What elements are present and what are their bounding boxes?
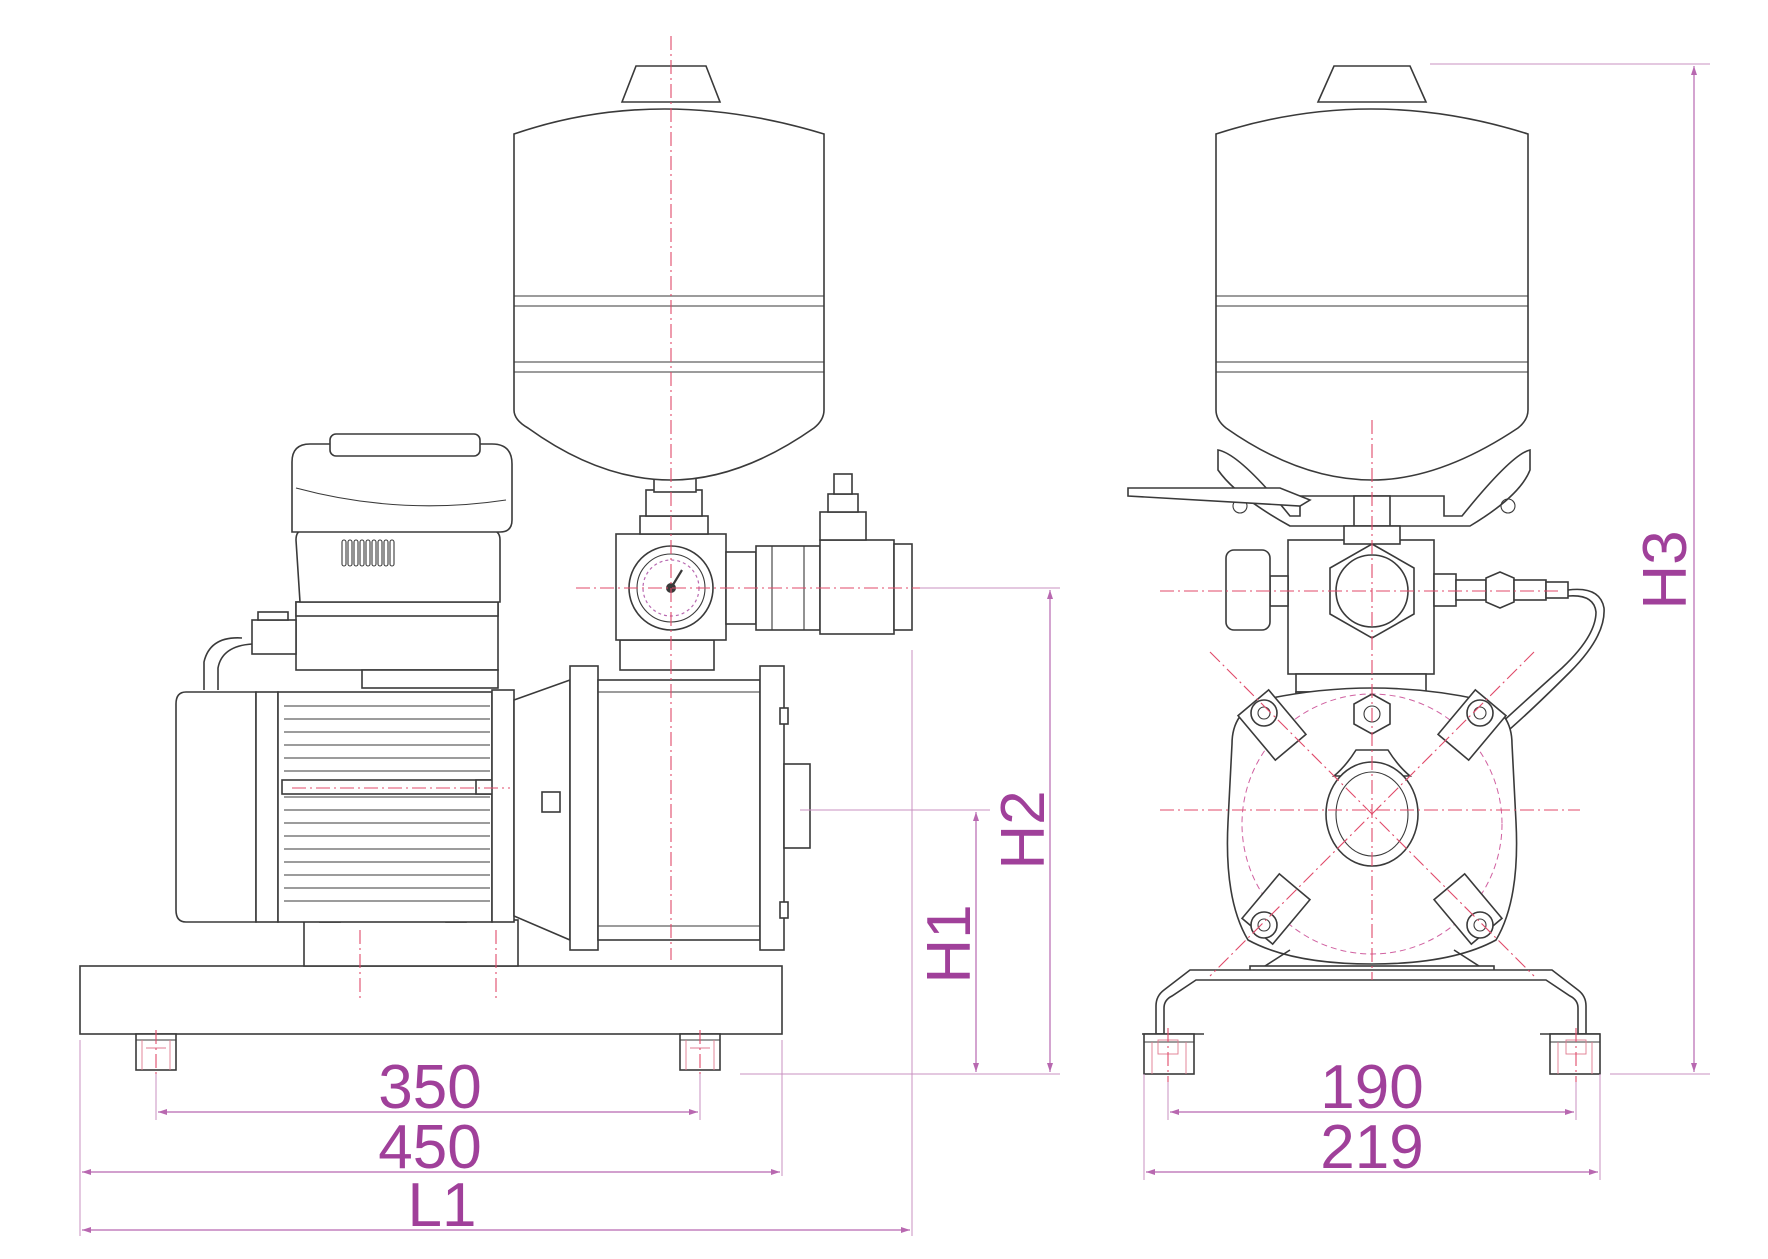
front-pressure-tank bbox=[1215, 108, 1529, 481]
pump-inlet bbox=[783, 763, 811, 849]
front-power-cable bbox=[1501, 588, 1605, 737]
vent-slot bbox=[365, 539, 371, 567]
motor-fan-cover bbox=[175, 691, 257, 923]
check-valve-body bbox=[819, 539, 895, 635]
dim-label-350: 350 bbox=[378, 1053, 481, 1122]
vent-slot bbox=[377, 539, 383, 567]
casing-bolt-top-right bbox=[1436, 688, 1508, 762]
controller-display-cover bbox=[291, 443, 513, 533]
dim-label-h1: H1 bbox=[915, 904, 984, 983]
front-pressure-gauge bbox=[1225, 549, 1271, 631]
motor-flange bbox=[491, 689, 515, 923]
front-tank-valve-cap bbox=[1316, 65, 1428, 103]
side-view bbox=[79, 36, 920, 1074]
pump-casing bbox=[597, 679, 761, 941]
motor-body bbox=[277, 691, 493, 923]
dim-label-h3: H3 bbox=[1631, 530, 1700, 609]
pressure-switch bbox=[1485, 571, 1515, 609]
front-base-frame bbox=[1155, 969, 1587, 1035]
vent-slot bbox=[347, 539, 353, 567]
pressure-tank bbox=[513, 108, 825, 481]
front-foot-left bbox=[1143, 1033, 1195, 1075]
dim-label-190: 190 bbox=[1320, 1053, 1423, 1122]
dim-label-219: 219 bbox=[1320, 1113, 1423, 1182]
front-view bbox=[1127, 65, 1605, 1082]
vent-slot bbox=[371, 539, 377, 567]
controller-display bbox=[329, 433, 481, 457]
base-frame bbox=[79, 965, 783, 1035]
front-foot-right bbox=[1549, 1033, 1601, 1075]
outlet-port bbox=[893, 543, 913, 631]
dim-label-h2: H2 bbox=[989, 790, 1058, 869]
vent-slot bbox=[359, 539, 365, 567]
controller-vents bbox=[341, 539, 395, 567]
pressure-switch-port bbox=[819, 511, 867, 541]
dim-label-l1: L1 bbox=[408, 1171, 477, 1240]
dim-label-450: 450 bbox=[378, 1113, 481, 1182]
bracket-strap bbox=[1127, 487, 1312, 507]
vent-slot bbox=[341, 539, 347, 567]
vent-slot bbox=[389, 539, 395, 567]
manifold-neck bbox=[619, 639, 715, 671]
vent-slot bbox=[353, 539, 359, 567]
motor-mount bbox=[303, 919, 519, 967]
vent-slot bbox=[383, 539, 389, 567]
tank-connector bbox=[645, 489, 703, 517]
cable-gland bbox=[251, 619, 297, 655]
casing-bolt-top-left bbox=[1236, 688, 1308, 762]
power-cable bbox=[203, 637, 243, 690]
controller-housing bbox=[295, 529, 501, 603]
dimension-lines: 350 450 L1 H1 H2 190 219 H3 bbox=[79, 63, 1710, 1240]
